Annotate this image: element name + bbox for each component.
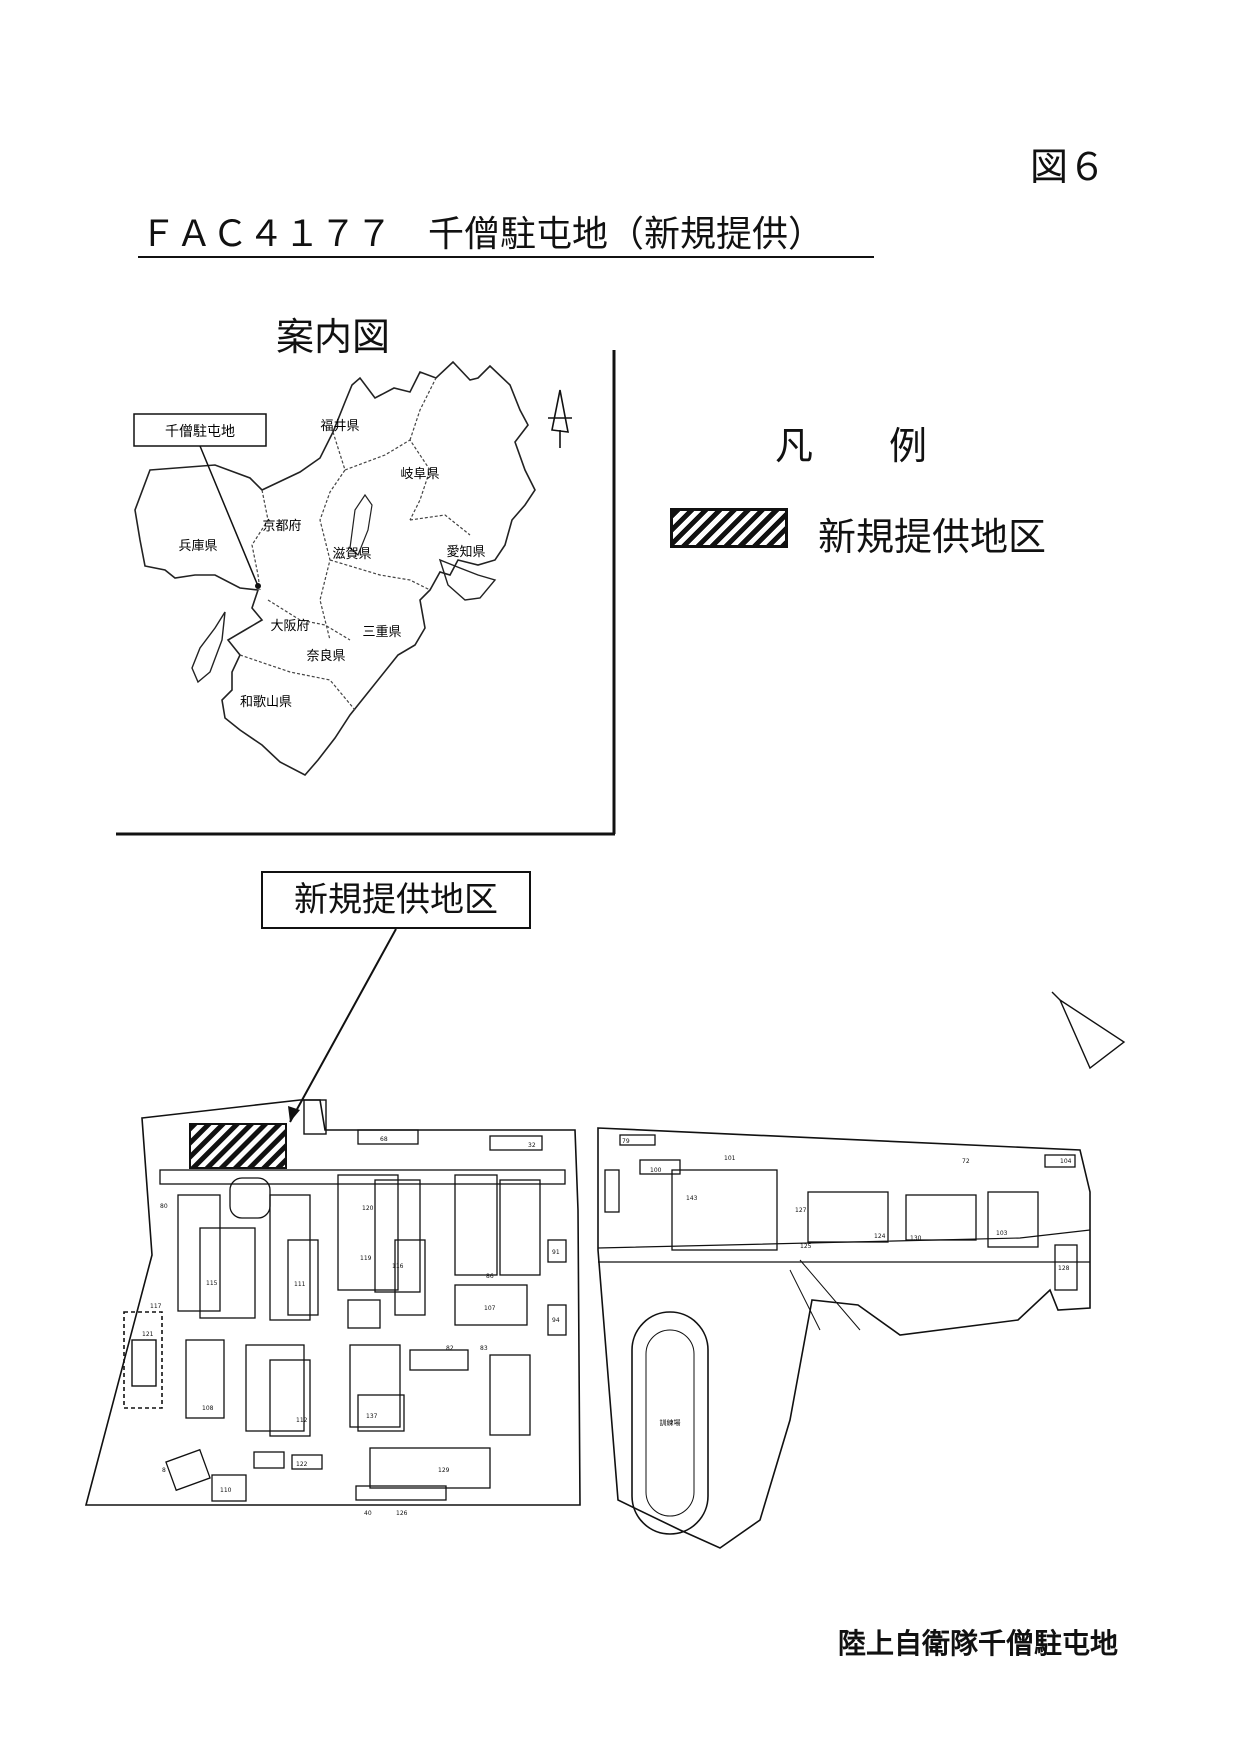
legend-title: 凡 例 [775,424,928,468]
new-area-callout: 新規提供地区 [261,871,531,929]
athletic-field-inner [645,1329,695,1517]
bldg-127: 127 [795,1207,807,1214]
bldg-128: 128 [1058,1265,1070,1272]
label-wakayama: 和歌山県 [240,695,292,710]
bldg-122: 122 [296,1461,308,1468]
bldg-32: 32 [528,1142,536,1149]
bldg-108: 108 [202,1405,214,1412]
bldg-111: 111 [294,1281,306,1288]
bldg-72: 72 [962,1158,970,1165]
bldg-121: 121 [142,1331,154,1338]
field-label: 訓練場 [660,1418,681,1427]
bldg-126: 126 [396,1510,408,1517]
inset-map-title: 案内図 [276,315,391,359]
label-kyoto: 京都府 [262,519,301,534]
label-fukui: 福井県 [320,419,359,434]
organization-label: 陸上自衛隊千僧駐屯地 [838,1627,1119,1660]
bldg-125: 125 [800,1243,812,1250]
site-north-arrow-icon [1051,991,1126,1070]
bldg-82: 82 [446,1345,454,1352]
ise-bay [438,558,497,601]
west-enclosure-inner [131,1339,157,1387]
bldg-120: 120 [362,1205,374,1212]
east-compound-outline [597,1127,1091,1549]
athletic-field [631,1311,709,1535]
label-shiga: 滋賀県 [332,547,371,562]
location-leader-line [199,445,259,587]
legend-hatch-swatch [670,508,788,548]
title-underline [138,256,874,258]
bldg-104: 104 [1060,1158,1072,1165]
label-aichi: 愛知県 [446,544,485,560]
bldg-143: 143 [686,1195,698,1202]
bldg-94: 94 [552,1317,560,1324]
inset-north-arrow-icon [548,389,572,448]
bldg-80: 80 [160,1203,168,1210]
label-hyogo: 兵庫県 [178,539,217,554]
bldg-100: 100 [650,1167,662,1174]
prefecture-borders [239,377,471,711]
callout-leader-line [289,928,397,1123]
awaji-island [191,611,226,684]
bldg-86: 86 [486,1273,494,1280]
label-gifu: 岐阜県 [400,466,439,482]
west-enclosure [123,1311,163,1409]
bldg-40: 40 [364,1510,372,1517]
bldg-137: 137 [366,1413,378,1420]
bldg-116: 116 [392,1263,404,1270]
bldg-112: 112 [296,1417,308,1424]
callout-arrowhead-icon [288,1106,300,1122]
location-label: 千僧駐屯地 [165,424,235,440]
lake-biwa [349,493,373,557]
label-osaka: 大阪府 [270,619,309,634]
bldg-8: 8 [162,1467,166,1474]
bldg-110: 110 [220,1487,232,1494]
bldg-83: 83 [480,1345,488,1352]
label-nara: 奈良県 [306,648,345,664]
building-gate [303,1099,327,1135]
bldg-103: 103 [996,1230,1008,1237]
bldg-129: 129 [438,1467,450,1474]
bldg-119: 119 [360,1255,372,1262]
legend-item-label: 新規提供地区 [818,515,1047,559]
main-road [597,1229,1091,1263]
west-buildings [159,1129,567,1502]
bldg-91: 91 [552,1249,560,1256]
bldg-101: 101 [724,1155,736,1162]
location-marker [255,583,261,589]
east-buildings [604,1134,1078,1291]
building-number-labels: 79 101 72 104 100 143 127 125 124 130 10… [142,1136,1072,1517]
bldg-115: 115 [206,1280,218,1287]
bldg-107: 107 [484,1305,496,1312]
bldg-79: 79 [622,1138,630,1145]
figure-number: 図６ [1030,145,1107,189]
label-mie: 三重県 [362,624,401,640]
bldg-68: 68 [380,1136,388,1143]
kansai-outline [134,360,536,777]
bldg-130: 130 [910,1235,922,1242]
new-provision-area [189,1123,287,1169]
bldg-124: 124 [874,1233,886,1240]
document-title: ＦＡＣ４１７７ 千僧駐屯地（新規提供） [140,214,825,255]
bldg-117: 117 [150,1303,162,1310]
east-road [789,1259,861,1331]
